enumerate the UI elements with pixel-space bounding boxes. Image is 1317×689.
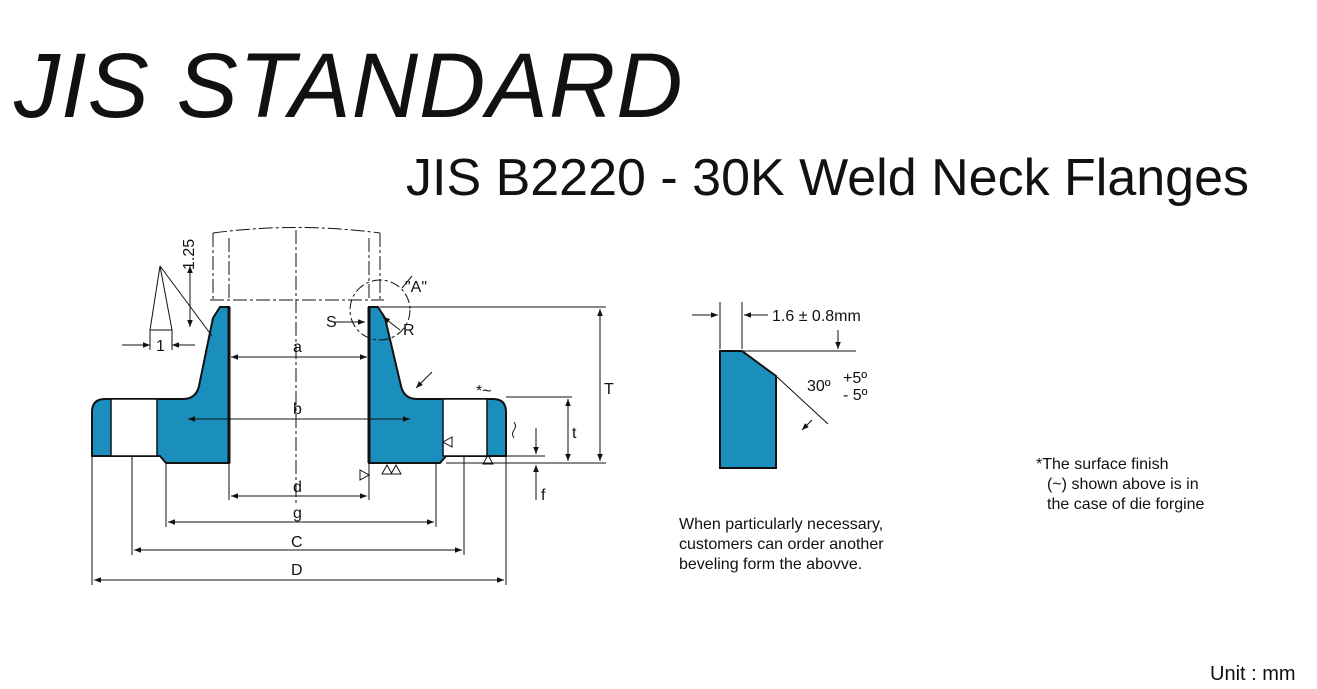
surface-finish-note: *The surface finish (~) shown above is i… xyxy=(1036,455,1204,515)
surface-note-line: the case of die forgine xyxy=(1047,496,1205,513)
bevel-tol-plus: +5º xyxy=(843,370,867,387)
pipe-outline xyxy=(210,227,384,505)
bevel-note-line: beveling form the abovve. xyxy=(679,556,863,573)
bevel-note: When particularly necessary, customers c… xyxy=(679,515,884,575)
label-S: S xyxy=(326,314,337,331)
label-1: 1 xyxy=(156,338,165,355)
label-b: b xyxy=(293,401,302,418)
bevel-pipe-wall xyxy=(719,350,777,469)
unit-label: Unit : mm xyxy=(1210,663,1296,685)
bevel-note-line: customers can order another xyxy=(679,536,884,553)
label-a: a xyxy=(293,339,302,356)
label-R: R xyxy=(403,322,415,339)
label-t: t xyxy=(572,425,577,442)
page-subtitle: JIS B2220 - 30K Weld Neck Flanges xyxy=(406,149,1250,207)
label-C: C xyxy=(291,534,303,551)
bevel-detail: 1.6 ± 0.8mm 30º +5º - 5º xyxy=(692,302,868,469)
label-detail-a: "A" xyxy=(405,279,427,296)
label-1-25: 1.25 xyxy=(181,239,198,270)
page-title: JIS STANDARD xyxy=(14,35,684,137)
label-d: d xyxy=(293,479,302,496)
label-g: g xyxy=(293,505,302,522)
bevel-tol-minus: - 5º xyxy=(843,387,868,404)
label-T: T xyxy=(604,381,614,398)
bevel-gap-label: 1.6 ± 0.8mm xyxy=(772,308,861,325)
bevel-note-line: When particularly necessary, xyxy=(679,516,884,533)
bolt-holes xyxy=(110,398,488,457)
surface-mark: *~ xyxy=(476,383,492,400)
label-D: D xyxy=(291,562,303,579)
bolt-hole-right xyxy=(442,398,488,457)
bevel-angle-label: 30º xyxy=(807,378,831,395)
bolt-hole-left xyxy=(110,398,158,457)
label-f: f xyxy=(541,487,546,504)
surface-note-line: (~) shown above is in xyxy=(1047,476,1199,493)
surface-note-line: *The surface finish xyxy=(1036,456,1169,473)
